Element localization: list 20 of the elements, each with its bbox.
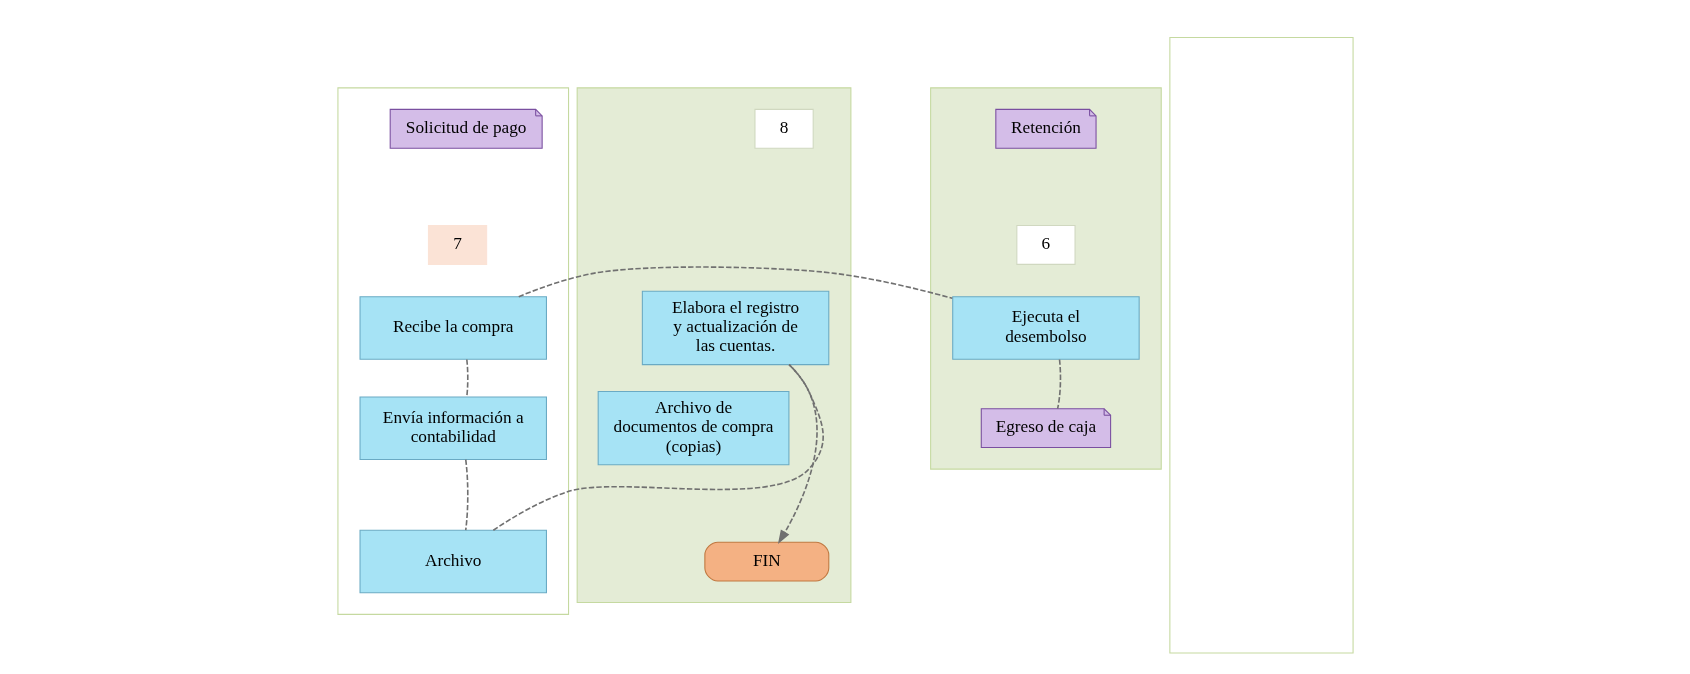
connector — [465, 358, 469, 398]
cluster — [336, 87, 569, 615]
connector — [517, 266, 953, 300]
node-box: 6 — [1015, 225, 1076, 265]
node-box: Archivo — [358, 529, 547, 594]
arrow — [777, 363, 818, 545]
node-band — [1168, 36, 1354, 654]
cluster — [576, 87, 851, 604]
node-box: FIN — [703, 541, 829, 582]
cluster — [929, 87, 1162, 470]
node-box: Envía información a contabilidad — [358, 396, 547, 460]
node-box: Archivo de documentos de compra (copias) — [597, 391, 789, 466]
node-box: Recibe la compra — [358, 296, 547, 360]
node-box: 8 — [753, 108, 814, 149]
node-box: Ejecuta el desembolso — [951, 296, 1140, 360]
node-box: 7 — [427, 225, 487, 265]
connector — [492, 363, 824, 532]
node-box: Elabora el registro y actualización de las cuentas. — [641, 290, 829, 366]
connector — [1056, 358, 1061, 410]
connector — [464, 458, 469, 532]
